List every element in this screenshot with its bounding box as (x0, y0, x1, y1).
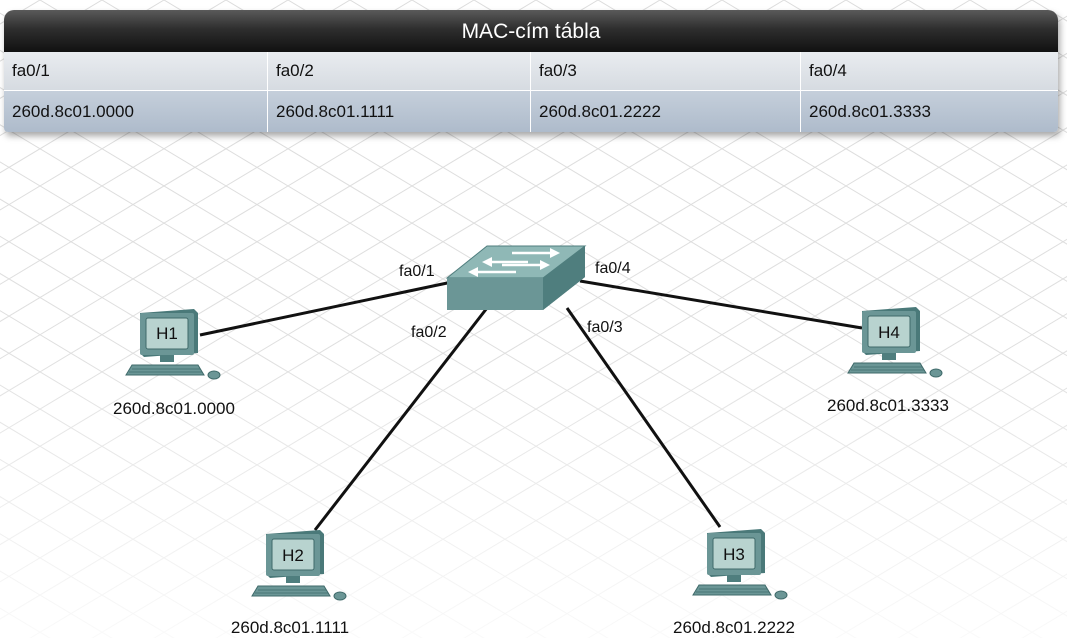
port-cell-fa0-1: fa0/1 (4, 52, 268, 90)
switch-icon (445, 245, 587, 310)
computer-icon (251, 529, 347, 601)
host-h4: H4 260d.8c01.3333 (827, 306, 949, 415)
host-h3: H3 260d.8c01.2222 (673, 528, 795, 637)
port-label-fa0-4: fa0/4 (595, 260, 631, 277)
host-mac-h1: 260d.8c01.0000 (113, 399, 235, 418)
port-cell-fa0-2: fa0/2 (268, 52, 531, 90)
host-h1: H1 260d.8c01.0000 (113, 308, 235, 418)
mac-cell-4: 260d.8c01.3333 (809, 102, 931, 121)
mac-address-table: MAC-cím tábla fa0/1 fa0/2 fa0/3 fa0/4 26… (4, 10, 1058, 132)
host-name-h1: H1 (156, 324, 178, 343)
host-mac-h4: 260d.8c01.3333 (827, 396, 949, 415)
port-cell-fa0-4: fa0/4 (809, 61, 847, 80)
host-h2: H2 260d.8c01.1111 (231, 529, 349, 637)
host-name-h4: H4 (878, 323, 900, 342)
host-name-h3: H3 (723, 545, 745, 564)
port-label-fa0-2: fa0/2 (411, 324, 447, 341)
host-mac-h3: 260d.8c01.2222 (673, 618, 795, 637)
mac-cell-1: 260d.8c01.0000 (4, 91, 268, 132)
port-label-fa0-3: fa0/3 (587, 319, 623, 336)
link-h4-switch (579, 279, 863, 330)
mac-cell-2: 260d.8c01.1111 (268, 91, 531, 132)
port-cell-fa0-3: fa0/3 (531, 52, 801, 90)
computer-icon (692, 528, 788, 600)
mac-table-title: MAC-cím tábla (4, 10, 1058, 52)
host-name-h2: H2 (282, 546, 304, 565)
mac-table-port-row: fa0/1 fa0/2 fa0/3 fa0/4 (4, 52, 1058, 91)
port-label-fa0-1: fa0/1 (399, 263, 435, 280)
mac-cell-3: 260d.8c01.2222 (531, 91, 801, 132)
link-h3-switch (565, 307, 722, 528)
link-h2-switch (313, 307, 489, 531)
computer-icon (125, 308, 221, 380)
mac-table-address-row: 260d.8c01.0000 260d.8c01.1111 260d.8c01.… (4, 91, 1058, 132)
host-mac-h2: 260d.8c01.1111 (231, 618, 349, 637)
link-h1-switch (199, 280, 453, 337)
computer-icon (847, 306, 943, 378)
